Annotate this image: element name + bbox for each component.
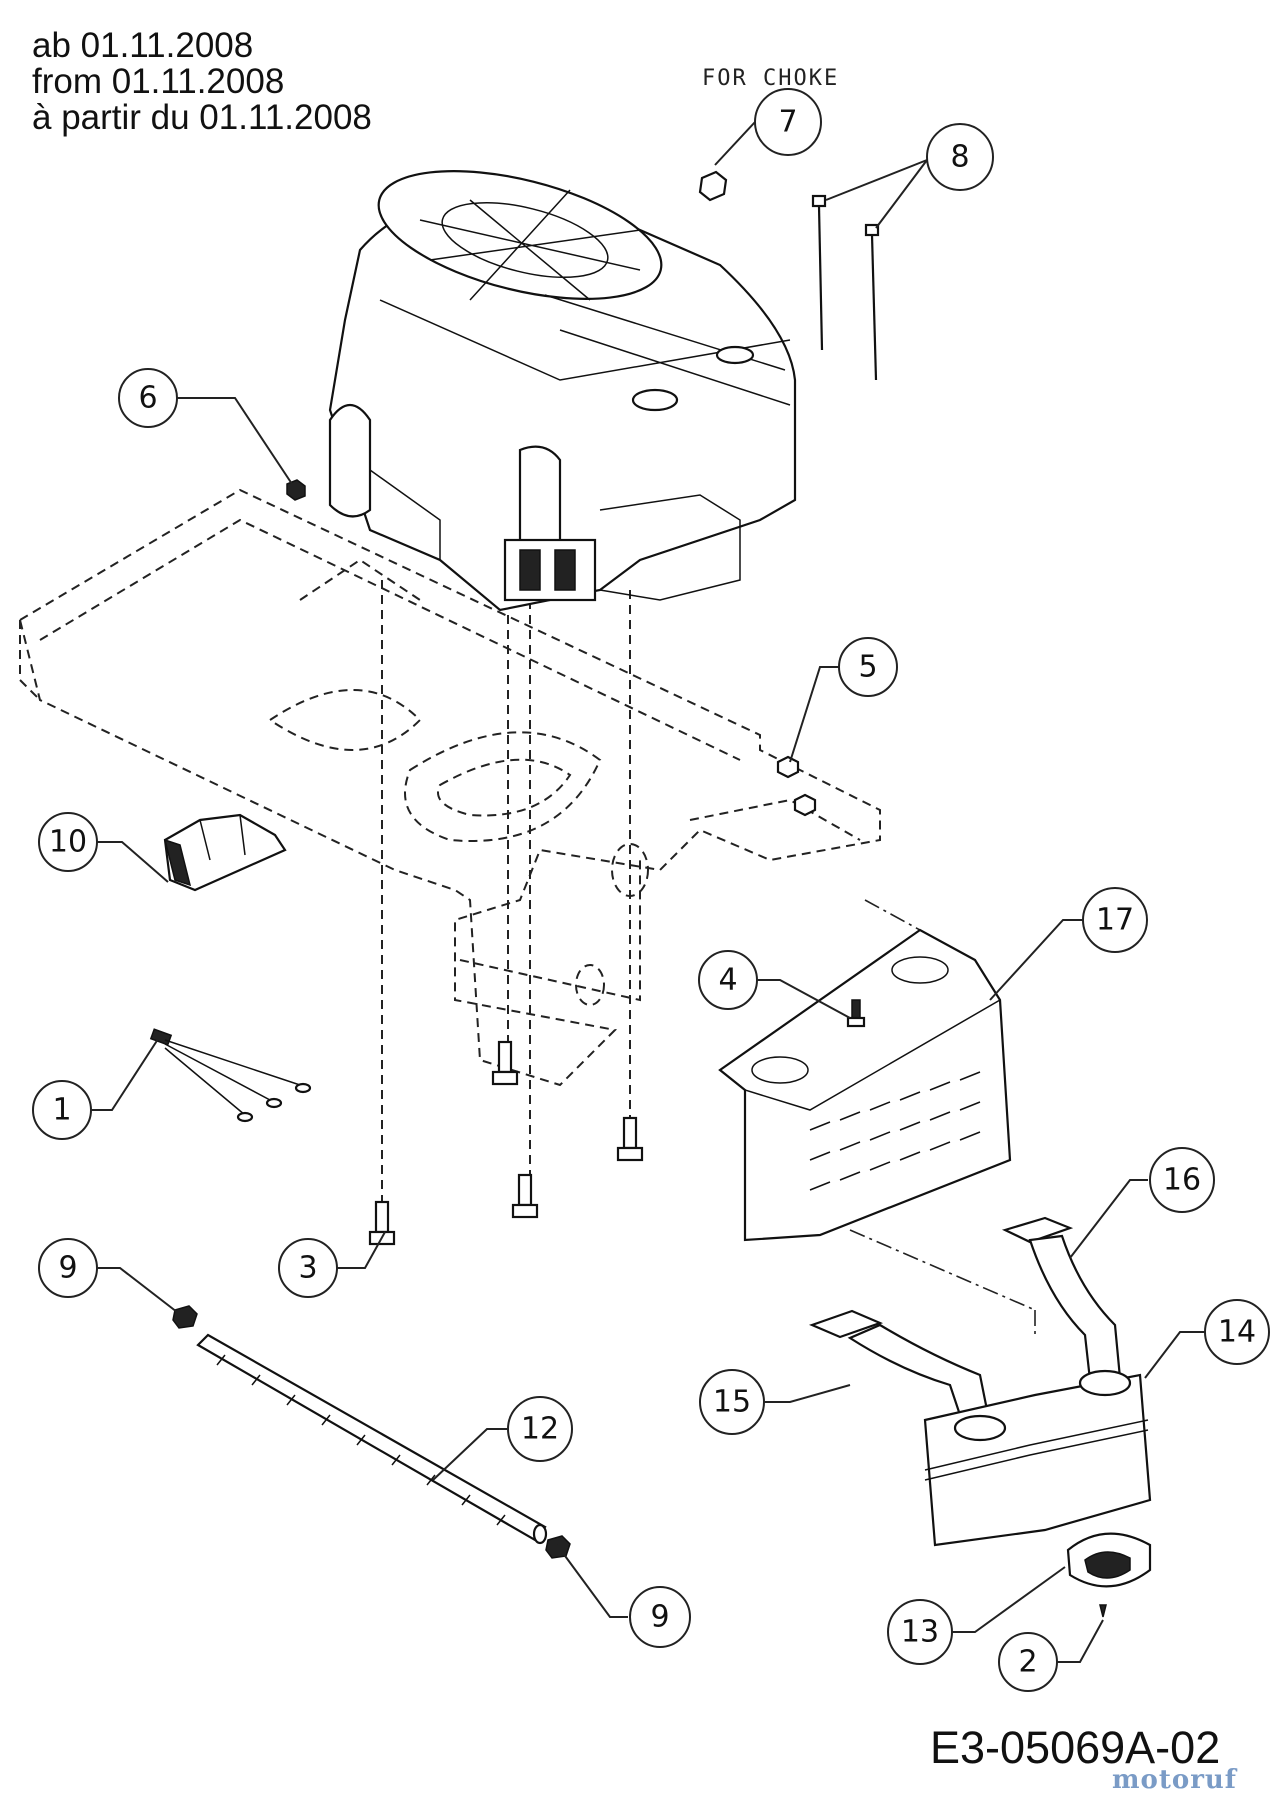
part-13-deflector: [1066, 1532, 1152, 1588]
watermark-logo: motoruf: [1112, 1765, 1237, 1795]
valid-from-english: from 01.11.2008: [32, 62, 285, 101]
part-12-hose: [196, 1333, 548, 1545]
callout-12: 12: [507, 1396, 573, 1462]
svg-text:9: 9: [650, 1600, 669, 1635]
callout-7: 7: [754, 88, 822, 156]
callout-5: 5: [838, 637, 898, 697]
svg-text:8: 8: [950, 140, 969, 175]
valid-from-german: ab 01.11.2008: [32, 26, 254, 65]
part-16-exhaust-pipe: [1001, 1216, 1122, 1382]
callout-2: 2: [998, 1632, 1058, 1692]
part-5-nut: [776, 755, 817, 817]
part-3-bolts: [368, 1040, 644, 1246]
part-7-choke-clip: [698, 170, 728, 202]
callout-9-top: 9: [38, 1238, 98, 1298]
svg-text:6: 6: [138, 381, 157, 416]
svg-text:13: 13: [901, 1615, 939, 1650]
callout-16: 16: [1149, 1147, 1215, 1213]
svg-text:17: 17: [1096, 903, 1134, 938]
svg-text:1: 1: [52, 1093, 71, 1128]
svg-text:3: 3: [298, 1251, 317, 1286]
callout-14: 14: [1204, 1299, 1270, 1365]
leader-lines: [90, 121, 1205, 1663]
callout-10: 10: [38, 812, 98, 872]
part-2-screw: [1099, 1604, 1107, 1618]
chassis-frame: [18, 488, 881, 1087]
callout-4: 4: [698, 950, 758, 1010]
svg-text:15: 15: [713, 1385, 751, 1420]
part-4-bolts: [846, 999, 866, 1028]
valid-from-french: à partir du 01.11.2008: [32, 98, 372, 137]
svg-text:7: 7: [778, 105, 797, 140]
part-9-clamp-top: [172, 1305, 198, 1329]
part-14-muffler: [923, 1369, 1152, 1547]
callout-13: 13: [887, 1599, 953, 1665]
svg-text:16: 16: [1163, 1163, 1201, 1198]
part-6-nut: [286, 479, 306, 501]
svg-text:10: 10: [49, 825, 87, 860]
callout-1: 1: [32, 1080, 92, 1140]
callout-17: 17: [1082, 887, 1148, 953]
part-8-cable-ties: [811, 194, 880, 381]
callout-8: 8: [926, 123, 994, 191]
callout-15: 15: [699, 1369, 765, 1435]
svg-text:9: 9: [58, 1251, 77, 1286]
part-17-heat-shield: [718, 928, 1012, 1242]
callout-6: 6: [118, 368, 178, 428]
engine: [328, 170, 797, 612]
svg-text:2: 2: [1018, 1645, 1037, 1680]
svg-text:5: 5: [858, 650, 877, 685]
validity-dates: ab 01.11.2008 from 01.11.2008 à partir d…: [32, 28, 372, 136]
part-1-wire-harness: [149, 1028, 312, 1123]
svg-text:14: 14: [1218, 1315, 1256, 1350]
callout-9-bottom: 9: [629, 1586, 691, 1648]
part-10-bracket: [163, 813, 287, 892]
for-choke-label: FOR CHOKE: [702, 66, 840, 91]
callout-3: 3: [278, 1238, 338, 1298]
svg-text:12: 12: [521, 1412, 559, 1447]
svg-text:4: 4: [718, 963, 737, 998]
drawing-code: E3-05069A-02: [930, 1722, 1221, 1773]
